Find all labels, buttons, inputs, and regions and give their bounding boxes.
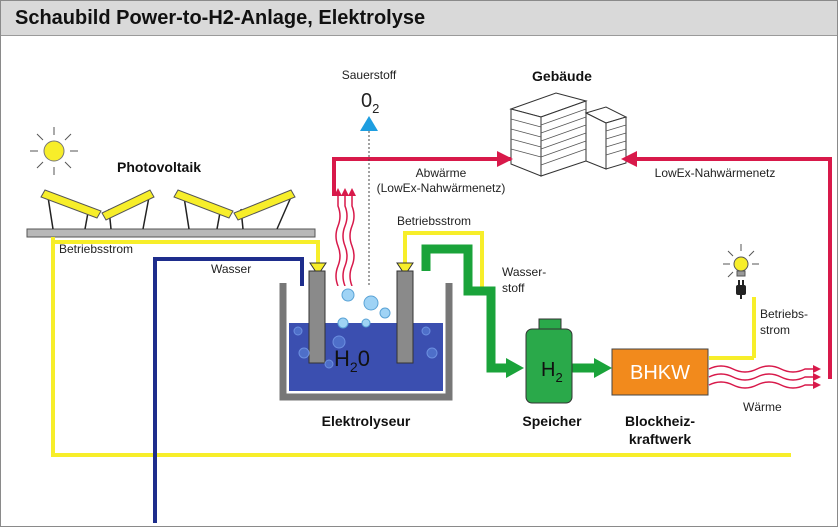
bhkw-box bbox=[611, 348, 709, 396]
building-icon bbox=[509, 92, 628, 177]
label-betriebs-1: Betriebs- bbox=[760, 307, 808, 321]
power-arrow-electrolyser-2 bbox=[396, 262, 414, 276]
label-betriebsstrom-pv: Betriebsstrom bbox=[59, 242, 133, 256]
label-sauerstoff: Sauerstoff bbox=[342, 68, 397, 82]
plug-icon bbox=[736, 280, 746, 299]
label-speicher: Speicher bbox=[522, 413, 582, 429]
label-h2: H2 bbox=[541, 359, 563, 385]
label-waerme: Wärme bbox=[743, 400, 782, 414]
electrolyser-tank bbox=[279, 270, 453, 401]
label-blockheiz-2: kraftwerk bbox=[629, 431, 691, 447]
label-bhkw: BHKW bbox=[630, 362, 690, 384]
power-lines bbox=[51, 231, 791, 457]
waste-heat-waves bbox=[334, 188, 356, 287]
power-arrow-electrolyser-1 bbox=[309, 262, 327, 276]
hydrogen-arrow-tank bbox=[506, 358, 524, 378]
label-abwaerme-1: Abwärme bbox=[416, 166, 467, 180]
title-bar: Schaubild Power-to-H2-Anlage, Elektrolys… bbox=[1, 1, 837, 36]
label-wasserstoff-2: stoff bbox=[502, 281, 525, 295]
diagram-title: Schaubild Power-to-H2-Anlage, Elektrolys… bbox=[15, 7, 426, 29]
label-betriebsstrom-top: Betriebsstrom bbox=[397, 214, 471, 228]
water-line bbox=[153, 257, 304, 523]
label-elektrolyseur: Elektrolyseur bbox=[322, 413, 411, 429]
oxygen-arrow bbox=[360, 116, 378, 131]
heat-arrow-building-right bbox=[621, 151, 637, 167]
label-photovoltaik: Photovoltaik bbox=[117, 159, 201, 175]
sun-icon bbox=[30, 127, 78, 175]
label-wasser: Wasser bbox=[211, 262, 251, 276]
hydrogen-tank-icon bbox=[525, 318, 573, 404]
hydrogen-arrow-bhkw bbox=[594, 358, 612, 378]
label-gebaeude: Gebäude bbox=[532, 68, 592, 84]
hydrogen-line bbox=[421, 244, 506, 373]
label-h2o: H20 bbox=[334, 346, 370, 375]
label-abwaerme-2: (LowEx-Nahwärmenetz) bbox=[377, 181, 506, 195]
label-wasserstoff-1: Wasser- bbox=[502, 265, 546, 279]
label-o2: 02 bbox=[361, 90, 379, 116]
lightbulb-icon bbox=[723, 244, 759, 278]
heat-arrow-building-left bbox=[497, 151, 513, 167]
solar-panel-icon bbox=[26, 189, 316, 238]
chp-heat-waves bbox=[708, 365, 821, 389]
label-betriebs-2: strom bbox=[760, 323, 790, 337]
heat-network-lines bbox=[332, 157, 832, 379]
label-blockheiz-1: Blockheiz- bbox=[625, 413, 695, 429]
label-lowex: LowEx-Nahwärmenetz bbox=[655, 166, 776, 180]
